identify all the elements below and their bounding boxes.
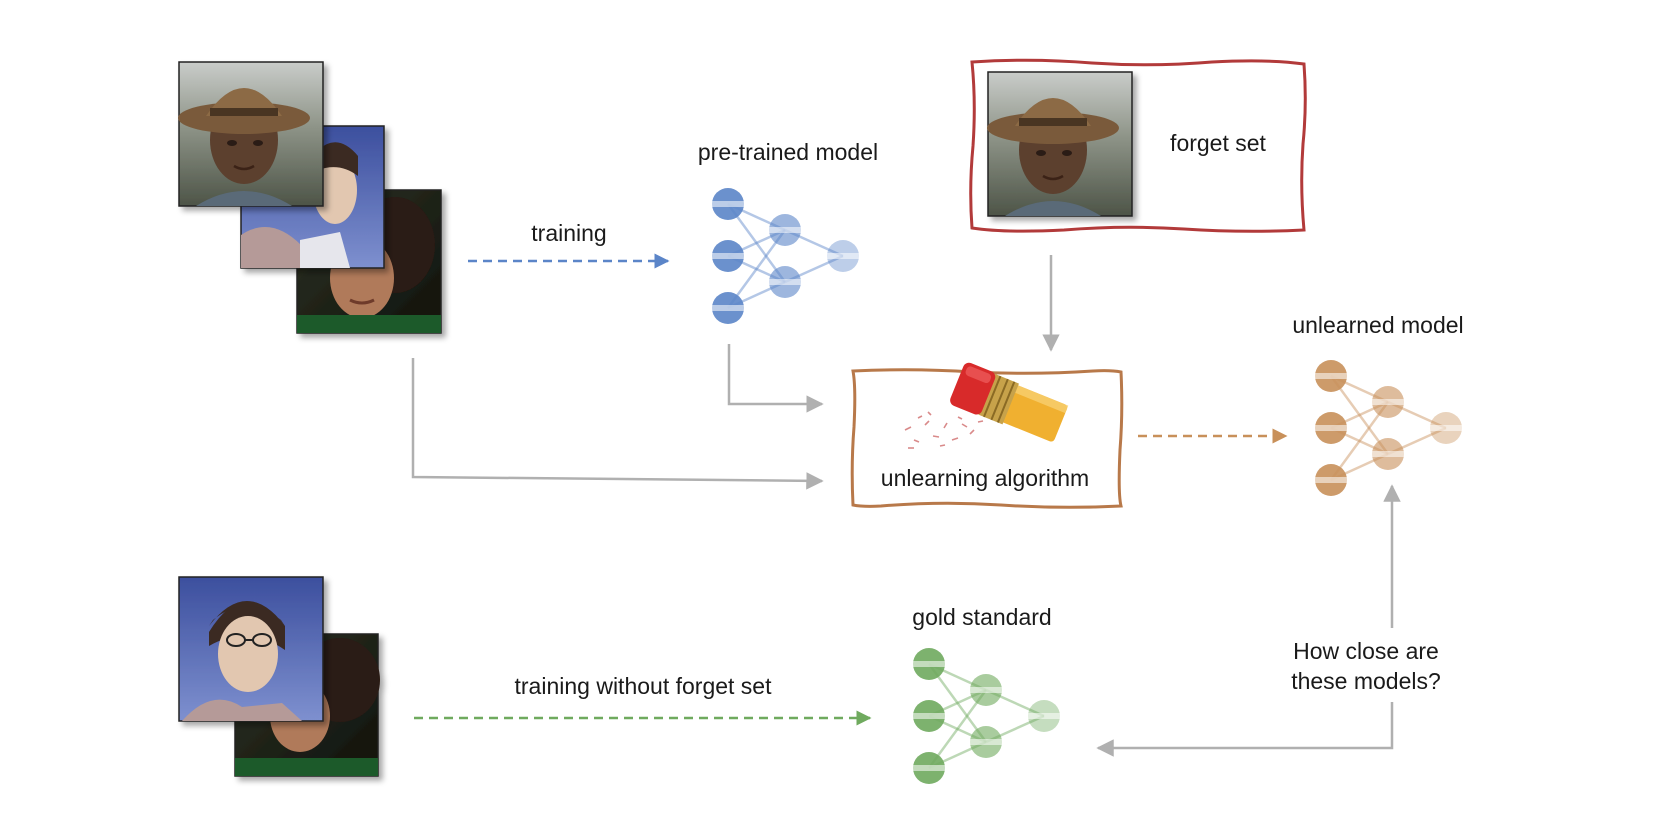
retain-photo-sky [178,576,324,722]
question-line-2: these models? [1291,668,1441,694]
data-to-algorithm-arrow [411,358,824,490]
gold-net-node-highlight [913,765,945,771]
pretrained-net-node-highlight [712,253,744,259]
pencil-eraser-icon [950,362,1069,442]
pretrained-net-node-highlight [769,279,801,285]
gold-net-node-highlight [1028,713,1060,719]
gold-net-node-highlight [970,739,1002,745]
unlearned-net-edge [1329,401,1390,481]
unlearned-net-node-highlight [1372,399,1404,405]
unlearned-model-label: unlearned model [1292,312,1464,338]
training-without-forget-set-label: training without forget set [514,673,772,699]
retain-images-stack [178,576,380,777]
pretrained-model-label: pre-trained model [697,139,879,165]
forget-set-box [969,58,1307,233]
unlearned-net-node-highlight [1315,425,1347,431]
unlearned-net-node-highlight [1315,477,1347,483]
unlearning-algorithm-box [850,362,1124,509]
face-photo-hat [178,61,324,207]
unlearned-net-node-highlight [1430,425,1462,431]
training-images-stack [178,61,442,334]
pretrained-net-node-highlight [712,201,744,207]
question-to-gold-arrow [1096,702,1394,757]
unlearning-algorithm-label: unlearning algorithm [880,465,1090,491]
gold-net-node-highlight [913,661,945,667]
unlearned-net-node-highlight [1372,451,1404,457]
gold-net-node-highlight [913,713,945,719]
unlearned-net-node-highlight [1315,373,1347,379]
pretrained-net-node-highlight [769,227,801,233]
pretrained-net-node-highlight [827,253,859,259]
pretrained-net-edge [726,229,787,309]
gold-net-edge [927,663,988,743]
training-label: training [531,220,607,246]
gold-standard-label: gold standard [912,604,1052,630]
pretrained-model-network-icon [712,188,859,324]
gold-net-node-highlight [970,687,1002,693]
unlearned-net-edge [1329,375,1390,455]
forget-face-photo [987,71,1133,217]
gold-standard-network-icon [913,648,1060,784]
pretrained-net-edge [726,203,787,283]
eraser-shavings [904,411,984,449]
gold-net-edge [927,689,988,769]
forget-set-label: forget set [1170,130,1266,156]
models-closeness-question: How close are these models? [1291,636,1441,696]
pretrained-net-node-highlight [712,305,744,311]
pretrained-to-algorithm-arrow [727,344,824,413]
question-line-1: How close are [1293,638,1439,664]
unlearned-model-network-icon [1315,360,1462,496]
